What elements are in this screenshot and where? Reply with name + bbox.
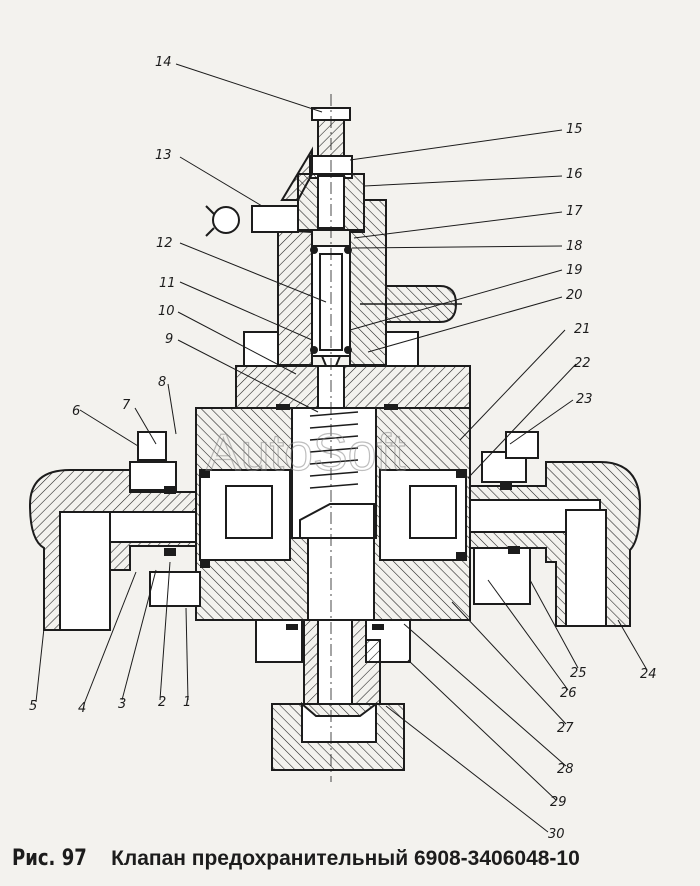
leader-lines <box>35 63 648 833</box>
callout-label: 18 <box>566 239 583 254</box>
callout-label: 25 <box>570 666 587 681</box>
figure-title: Клапан предохранительный 6908-3406048-10 <box>111 847 580 870</box>
callout-label: 11 <box>159 276 176 291</box>
callout-label: 14 <box>155 55 172 70</box>
callout-label: 19 <box>566 263 583 278</box>
callout-label: 12 <box>156 236 173 251</box>
callout-label: 7 <box>122 398 131 413</box>
callout-label: 23 <box>576 392 593 407</box>
figure-number: Рис. 97 <box>12 846 87 871</box>
callout-label: 29 <box>550 795 567 810</box>
callout-label: 30 <box>548 827 565 842</box>
callout-label: 27 <box>557 721 574 736</box>
callout-label: 28 <box>557 762 574 777</box>
callout-label: 16 <box>566 167 583 182</box>
callout-label: 17 <box>566 204 583 219</box>
callout-label: 22 <box>574 356 591 371</box>
callout-label: 26 <box>560 686 577 701</box>
callout-label: 13 <box>155 148 172 163</box>
callout-numbers: 1 2 3 4 5 6 7 8 9 10 11 12 13 14 15 16 1… <box>29 55 657 842</box>
watermark-text: AutoSoft <box>206 424 406 482</box>
callout-label: 15 <box>566 122 583 137</box>
callout-label: 24 <box>640 667 657 682</box>
callout-label: 3 <box>118 697 126 712</box>
callout-label: 5 <box>29 699 37 714</box>
callout-label: 2 <box>158 695 166 710</box>
callout-label: 21 <box>574 322 591 337</box>
callout-label: 9 <box>165 332 173 347</box>
callout-label: 8 <box>158 375 166 390</box>
figure-caption: Рис. 97 Клапан предохранительный 6908-34… <box>12 846 580 871</box>
valve-body-geometry <box>28 94 642 782</box>
callout-label: 20 <box>566 288 583 303</box>
callout-label: 10 <box>158 304 175 319</box>
callout-label: 6 <box>72 404 80 419</box>
callout-label: 4 <box>78 701 86 716</box>
callout-label: 1 <box>183 695 191 710</box>
